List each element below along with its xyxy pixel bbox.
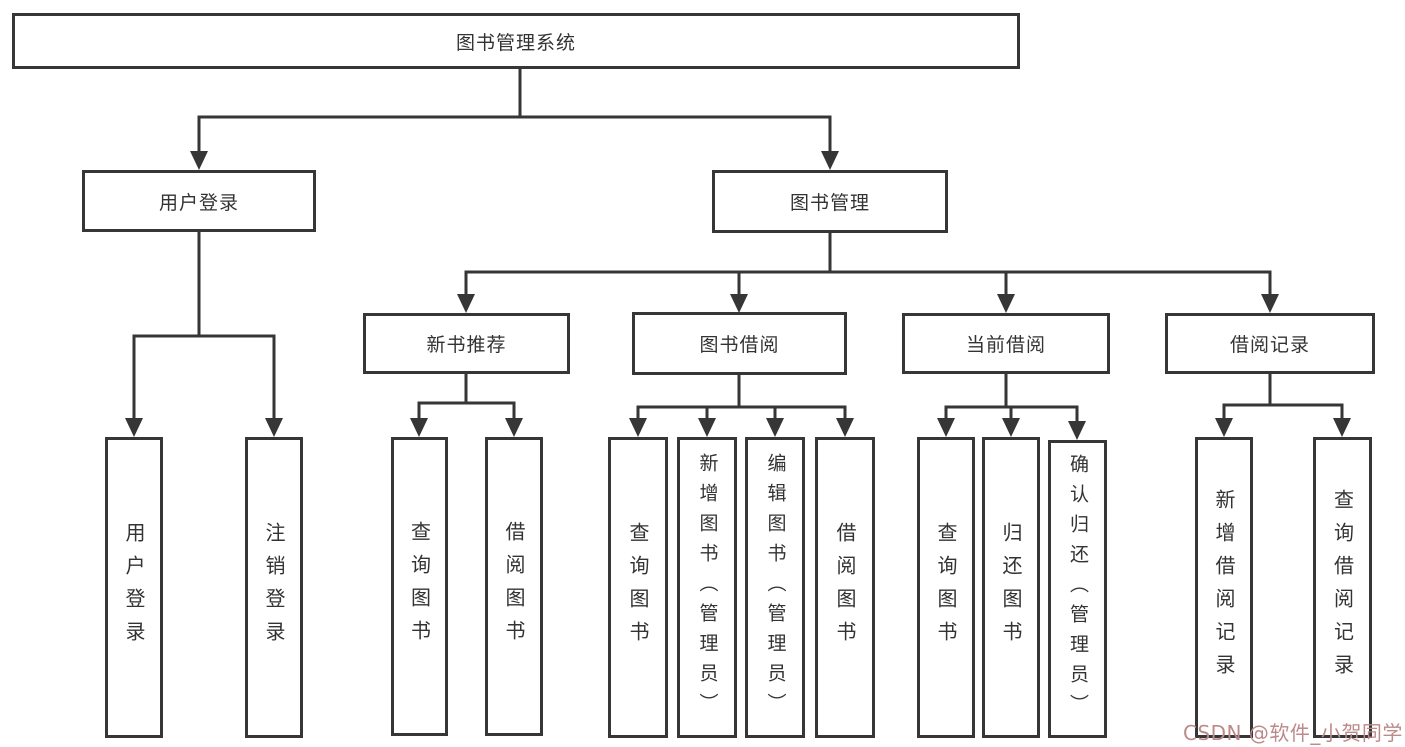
leaf-add-books-admin: 新增图书（管理员）	[677, 437, 737, 738]
leaf-user-login-label: 用户登录	[122, 521, 146, 654]
leaf-user-login: 用户登录	[105, 437, 163, 738]
node-user-login-label: 用户登录	[158, 191, 239, 214]
leaf-query-borrow-record-label: 查询借阅记录	[1330, 488, 1355, 687]
leaf-logout: 注销登录	[245, 437, 303, 738]
leaf-borrow-query-books: 查询图书	[608, 437, 668, 738]
leaf-return-books-label: 归还图书	[999, 521, 1023, 654]
node-new-book-recommend: 新书推荐	[363, 313, 570, 374]
leaf-recommend-query-books-label: 查询图书	[407, 520, 432, 653]
watermark: CSDN @软件_小贺同学	[1183, 721, 1403, 745]
leaf-recommend-query-books: 查询图书	[391, 437, 448, 736]
leaf-recommend-borrow-books-label: 借阅图书	[502, 520, 526, 653]
node-user-login: 用户登录	[82, 170, 316, 232]
leaf-current-query-books: 查询图书	[917, 437, 975, 738]
node-borrow-records-label: 借阅记录	[1229, 334, 1310, 356]
leaf-confirm-return-admin: 确认归还（管理员）	[1048, 440, 1107, 738]
leaf-edit-books-admin-label: 编辑图书（管理员）	[764, 452, 787, 723]
leaf-return-books: 归还图书	[982, 437, 1040, 738]
leaf-current-query-books-label: 查询图书	[934, 521, 958, 654]
node-book-borrow: 图书借阅	[632, 312, 847, 375]
node-current-borrow-label: 当前借阅	[965, 334, 1046, 356]
node-borrow-records: 借阅记录	[1165, 313, 1375, 374]
leaf-add-borrow-record: 新增借阅记录	[1195, 437, 1253, 738]
node-book-management-label: 图书管理	[789, 192, 870, 214]
node-new-book-recommend-label: 新书推荐	[426, 334, 507, 356]
leaf-logout-label: 注销登录	[262, 521, 286, 654]
leaf-recommend-borrow-books: 借阅图书	[485, 437, 543, 736]
node-library-system: 图书管理系统	[12, 13, 1020, 69]
node-book-borrow-label: 图书借阅	[699, 334, 780, 356]
leaf-query-borrow-record: 查询借阅记录	[1313, 437, 1372, 738]
node-library-system-label: 图书管理系统	[455, 31, 576, 54]
leaf-edit-books-admin: 编辑图书（管理员）	[745, 437, 805, 738]
node-book-management: 图书管理	[712, 170, 948, 233]
leaf-confirm-return-admin-label: 确认归还（管理员）	[1067, 454, 1089, 724]
node-current-borrow: 当前借阅	[902, 313, 1110, 374]
leaf-borrow-books: 借阅图书	[815, 437, 875, 738]
leaf-borrow-query-books-label: 查询图书	[626, 521, 650, 654]
leaf-borrow-books-label: 借阅图书	[833, 521, 857, 654]
leaf-add-books-admin-label: 新增图书（管理员）	[696, 452, 719, 723]
leaf-add-borrow-record-label: 新增借阅记录	[1212, 488, 1236, 687]
